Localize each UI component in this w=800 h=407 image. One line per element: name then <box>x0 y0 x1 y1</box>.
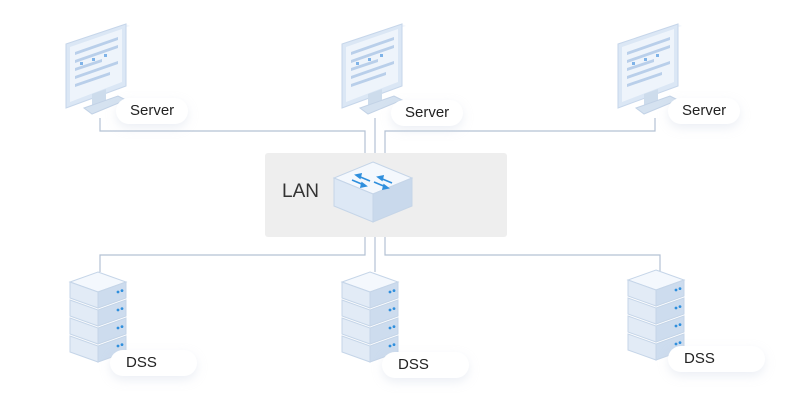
link-dss-right <box>384 237 661 272</box>
server-label: Server <box>391 100 464 126</box>
storage-server-icon <box>68 270 128 371</box>
dss-label: DSS <box>382 352 469 378</box>
network-switch-icon <box>330 158 416 226</box>
link-server-left <box>99 118 366 153</box>
server-label: Server <box>116 98 189 124</box>
server-monitor-icon <box>614 22 686 123</box>
server-monitor-icon <box>62 22 134 123</box>
dss-label: DSS <box>668 346 765 372</box>
link-dss-left <box>99 237 366 272</box>
server-label: Server <box>668 98 741 124</box>
server-monitor-icon <box>338 22 410 123</box>
storage-server-icon <box>626 268 686 369</box>
storage-server-icon <box>340 270 400 371</box>
link-server-right <box>384 118 656 153</box>
lan-label: LAN <box>282 181 319 202</box>
dss-label: DSS <box>110 350 197 376</box>
